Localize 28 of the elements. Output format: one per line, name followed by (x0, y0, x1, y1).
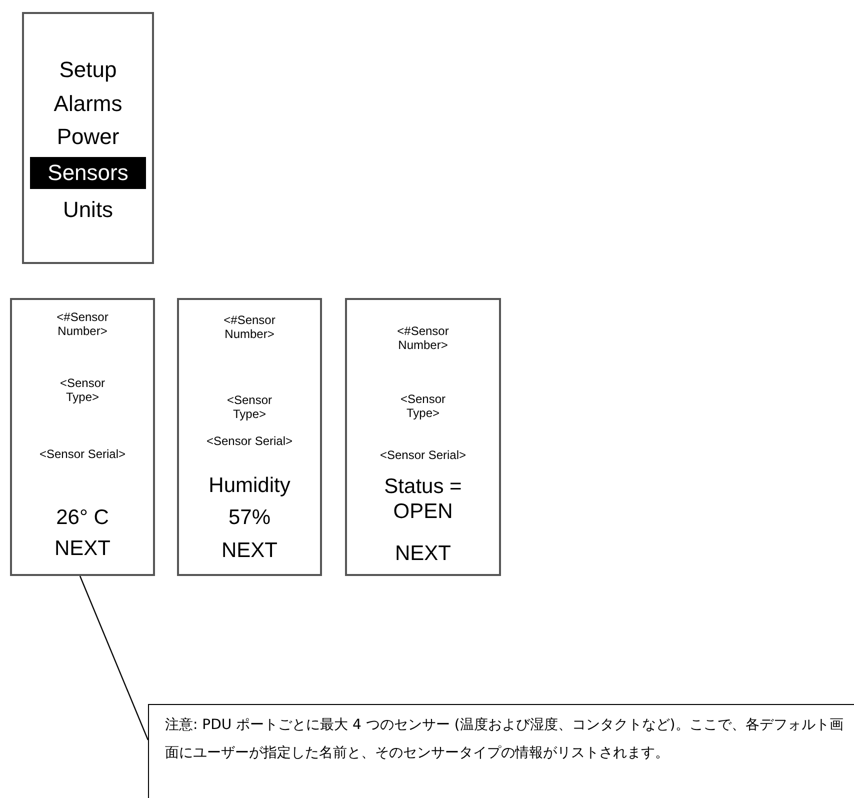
screen-text: <Sensor Serial> (205, 434, 294, 448)
reading-text: Humidity (208, 473, 292, 498)
screen-text: <#Sensor Number> (56, 310, 110, 339)
reading-text: NEXT (220, 538, 278, 564)
selected-menu-item: Sensors (30, 157, 146, 190)
display-screen (177, 298, 322, 576)
menu-item: Alarms (52, 91, 124, 118)
reading-text: 26° C (55, 505, 110, 530)
screen-text: <Sensor Type> (58, 376, 106, 405)
display-screen (10, 298, 155, 576)
screen-text: <#Sensor Number> (396, 324, 450, 353)
reading-text: NEXT (53, 536, 112, 562)
note-text: 注意: PDU ポートごとに最大 4 つのセンサー (温度および湿度、コンタクトなど)。ここで、各デフォルト画面にユーザーが指定した名前と、そのセンサータイプの情報がリストされます。 (165, 716, 844, 763)
menu-item: Setup (58, 57, 118, 84)
reading-text: 57% (227, 505, 272, 530)
screen-text: <Sensor Serial> (38, 447, 127, 462)
menu-item: Power (56, 124, 120, 150)
leader-line (79, 576, 149, 740)
menu-item: Units (62, 197, 114, 224)
display-screen (345, 298, 501, 576)
reading-text: NEXT (394, 541, 452, 566)
reading-text: Status = OPEN (383, 474, 463, 524)
screen-text: <Sensor Serial> (378, 448, 468, 462)
menu-screen (22, 12, 154, 264)
note-callout (148, 704, 854, 798)
screen-text: <#Sensor Number> (222, 313, 276, 342)
screen-text: <Sensor Type> (399, 392, 447, 421)
screen-text: <Sensor Type> (226, 393, 274, 422)
